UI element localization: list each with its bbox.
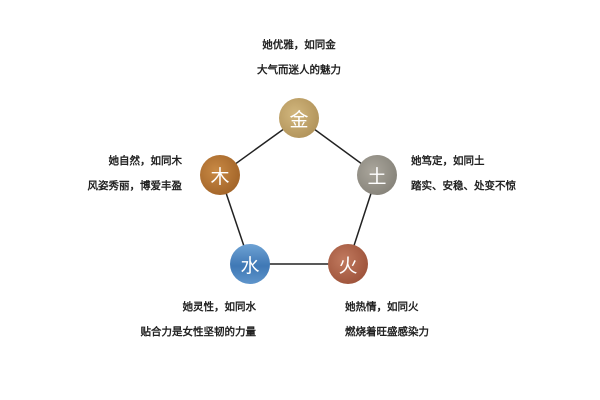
metal-node: 金 [279, 98, 319, 138]
wood-node: 木 [200, 155, 240, 195]
fire-caption: 她热情，如同火 燃烧着旺盛感染力 [345, 295, 429, 345]
water-line1: 她灵性，如同水 [182, 301, 257, 313]
metal-line2: 大气而迷人的魅力 [257, 64, 341, 76]
metal-caption: 她优雅，如同金 大气而迷人的魅力 [219, 33, 379, 83]
water-line2: 贴合力是女性坚韧的力量 [140, 326, 257, 338]
wood-line2: 风姿秀丽，博爱丰盈 [87, 180, 183, 192]
fire-line1: 她热情，如同火 [345, 301, 419, 313]
metal-line1: 她优雅，如同金 [262, 39, 336, 51]
fire-node: 火 [328, 244, 368, 284]
water-caption: 她灵性，如同水 贴合力是女性坚韧的力量 [141, 295, 257, 345]
fire-line2: 燃烧着旺盛感染力 [345, 326, 429, 338]
wood-caption: 她自然，如同木 风姿秀丽，博爱丰盈 [88, 149, 183, 199]
earth-line1: 她笃定，如同土 [411, 155, 485, 167]
earth-line2: 踏实、安稳、处变不惊 [411, 180, 516, 192]
wood-line1: 她自然，如同木 [108, 155, 183, 167]
earth-node: 土 [357, 155, 397, 195]
earth-caption: 她笃定，如同土 踏实、安稳、处变不惊 [411, 149, 516, 199]
water-node: 水 [230, 244, 270, 284]
